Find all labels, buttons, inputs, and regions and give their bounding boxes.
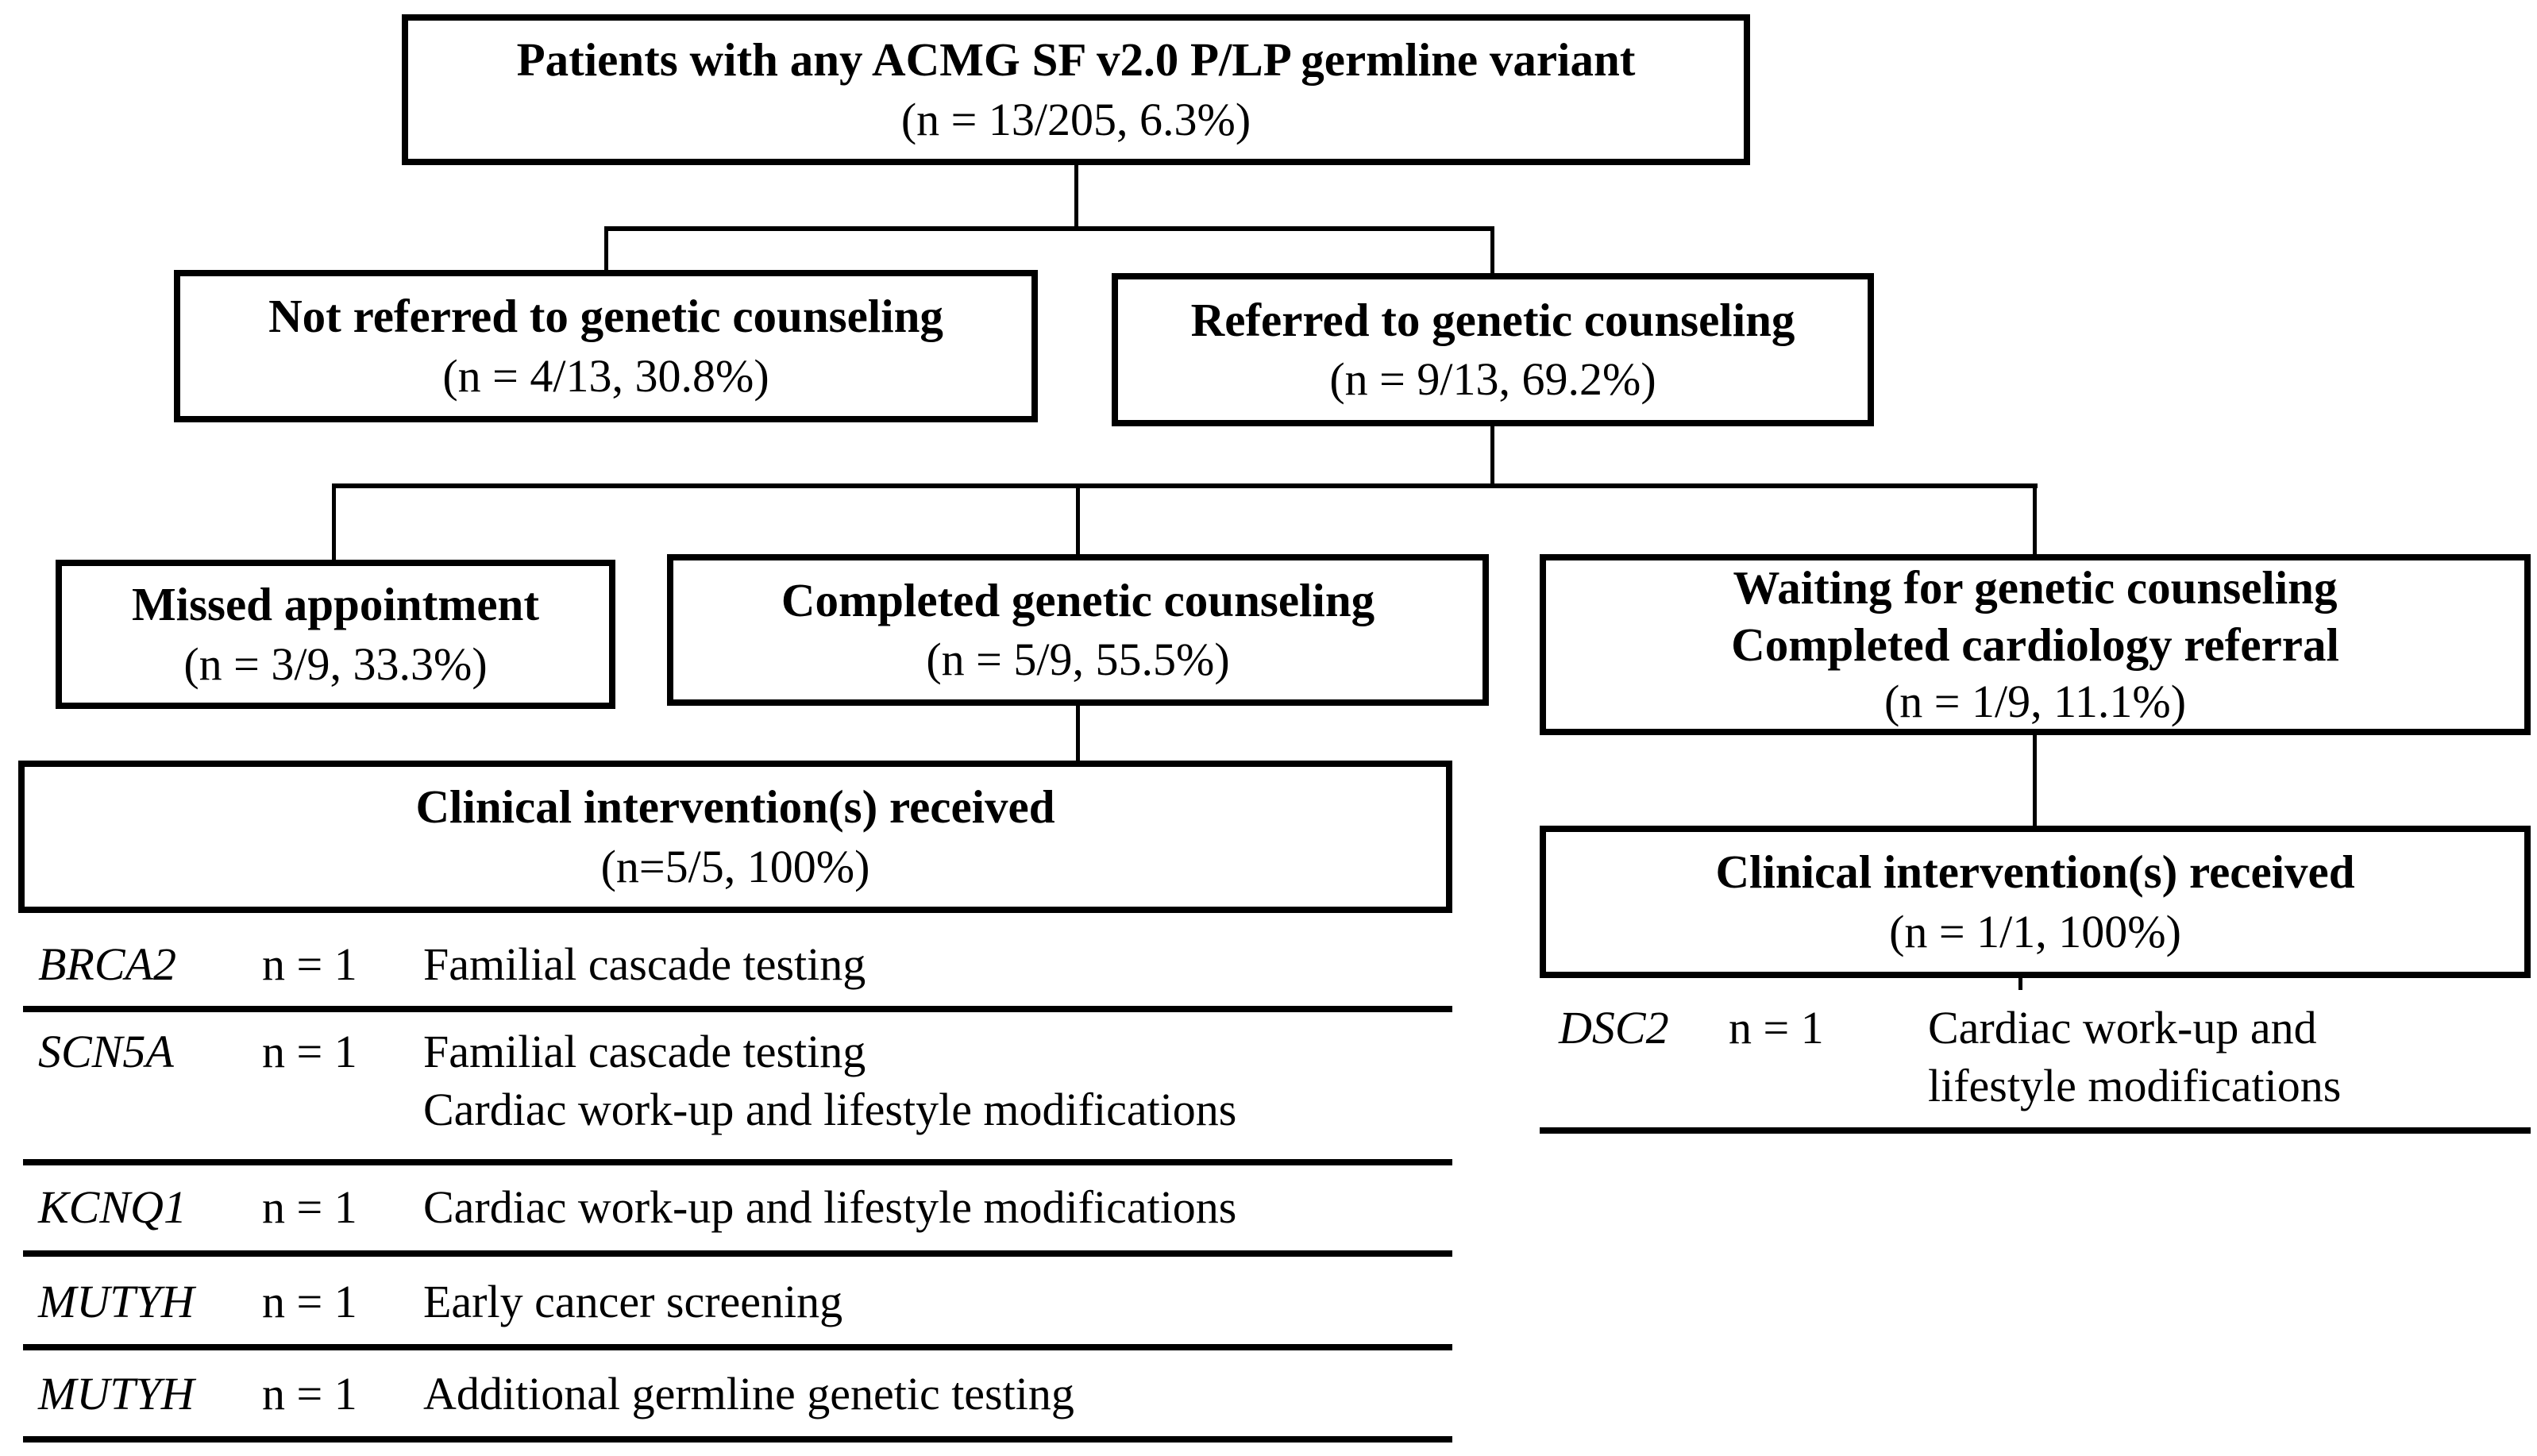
node-root-stat: (n = 13/205, 6.3%) [900, 93, 1251, 145]
connector-to-referred [1490, 229, 1494, 276]
node-root-title: Patients with any ACMG SF v2.0 P/LP germ… [516, 33, 1636, 87]
node-completed-counseling-stat: (n = 5/9, 55.5%) [926, 634, 1230, 686]
intervention-line: Familial cascade testing [423, 1026, 866, 1077]
node-intervention-left-stat: (n=5/5, 100%) [600, 840, 870, 892]
gene-label: MUTYH [38, 1276, 195, 1327]
node-waiting-counseling-stat: (n = 1/9, 11.1%) [1883, 675, 2187, 727]
connector-completed-to-intervention [1076, 703, 1080, 764]
node-intervention-right-stat: (n = 1/1, 100%) [1889, 905, 2181, 957]
connector-referred-down [1490, 426, 1494, 488]
intervention-line: Cardiac work-up and lifestyle modificati… [423, 1084, 1237, 1135]
count-label: n = 1 [1729, 1002, 1824, 1053]
intervention-text: Additional germline genetic testing [423, 1365, 1074, 1423]
gene-label: KCNQ1 [38, 1181, 187, 1233]
intervention-text: Early cancer screening [423, 1273, 842, 1331]
connector-root-down [1074, 163, 1078, 231]
intervention-line: Additional germline genetic testing [423, 1368, 1074, 1419]
node-missed-appointment: Missed appointment (n = 3/9, 33.3%) [56, 560, 615, 709]
connector-to-waiting [2033, 486, 2037, 557]
table-rule [23, 1344, 1452, 1350]
intervention-text: Familial cascade testing Cardiac work-up… [423, 1023, 1236, 1138]
node-intervention-right: Clinical intervention(s) received (n = 1… [1540, 826, 2531, 978]
count-label: n = 1 [262, 938, 357, 990]
intervention-text: Cardiac work-up and lifestyle modificati… [423, 1178, 1236, 1236]
node-missed-appointment-title: Missed appointment [131, 578, 540, 631]
node-waiting-counseling-title-line1: Waiting for genetic counseling [1733, 560, 2338, 614]
table-rule [23, 1436, 1452, 1443]
intervention-line: Familial cascade testing [423, 938, 866, 990]
gene-label: BRCA2 [38, 938, 176, 990]
intervention-line: Cardiac work-up and [1928, 1002, 2317, 1053]
table-rule [23, 1006, 1452, 1012]
count-label: n = 1 [262, 1276, 357, 1327]
node-referred-title: Referred to genetic counseling [1190, 293, 1795, 346]
connector-to-completed [1076, 486, 1080, 557]
node-not-referred: Not referred to genetic counseling (n = … [174, 270, 1038, 422]
intervention-line: Early cancer screening [423, 1276, 843, 1327]
connector-to-not-referred [604, 229, 608, 273]
node-missed-appointment-stat: (n = 3/9, 33.3%) [183, 637, 488, 690]
table-rule [1540, 1127, 2531, 1134]
node-referred: Referred to genetic counseling (n = 9/13… [1112, 273, 1874, 426]
node-completed-counseling-title: Completed genetic counseling [781, 573, 1375, 626]
table-rule [23, 1250, 1452, 1257]
connector-waiting-to-intervention [2033, 733, 2037, 829]
intervention-text: Cardiac work-up and lifestyle modificati… [1928, 999, 2341, 1115]
count-label: n = 1 [262, 1026, 357, 1077]
node-completed-counseling: Completed genetic counseling (n = 5/9, 5… [667, 554, 1489, 706]
connector-branch2-horizontal [332, 483, 2038, 488]
node-intervention-left-title: Clinical intervention(s) received [415, 780, 1055, 834]
intervention-line: lifestyle modifications [1928, 1060, 2342, 1111]
gene-label: DSC2 [1559, 1002, 1669, 1053]
node-intervention-right-title: Clinical intervention(s) received [1715, 845, 2355, 899]
node-waiting-counseling: Waiting for genetic counseling Completed… [1540, 554, 2531, 735]
node-not-referred-stat: (n = 4/13, 30.8%) [442, 349, 769, 402]
node-not-referred-title: Not referred to genetic counseling [268, 290, 943, 343]
intervention-text: Familial cascade testing [423, 935, 866, 993]
connector-to-missed [332, 486, 336, 563]
gene-label: SCN5A [38, 1026, 174, 1077]
node-referred-stat: (n = 9/13, 69.2%) [1329, 353, 1656, 406]
node-root: Patients with any ACMG SF v2.0 P/LP germ… [402, 14, 1750, 165]
node-intervention-left: Clinical intervention(s) received (n=5/5… [18, 761, 1452, 913]
connector-intervention-right-stub [2018, 976, 2022, 990]
table-rule [23, 1159, 1452, 1165]
node-waiting-counseling-title-line2: Completed cardiology referral [1731, 618, 2339, 671]
connector-branch1-horizontal [604, 226, 1494, 231]
gene-label: MUTYH [38, 1368, 195, 1419]
count-label: n = 1 [262, 1368, 357, 1419]
intervention-line: Cardiac work-up and lifestyle modificati… [423, 1181, 1237, 1233]
count-label: n = 1 [262, 1181, 357, 1233]
